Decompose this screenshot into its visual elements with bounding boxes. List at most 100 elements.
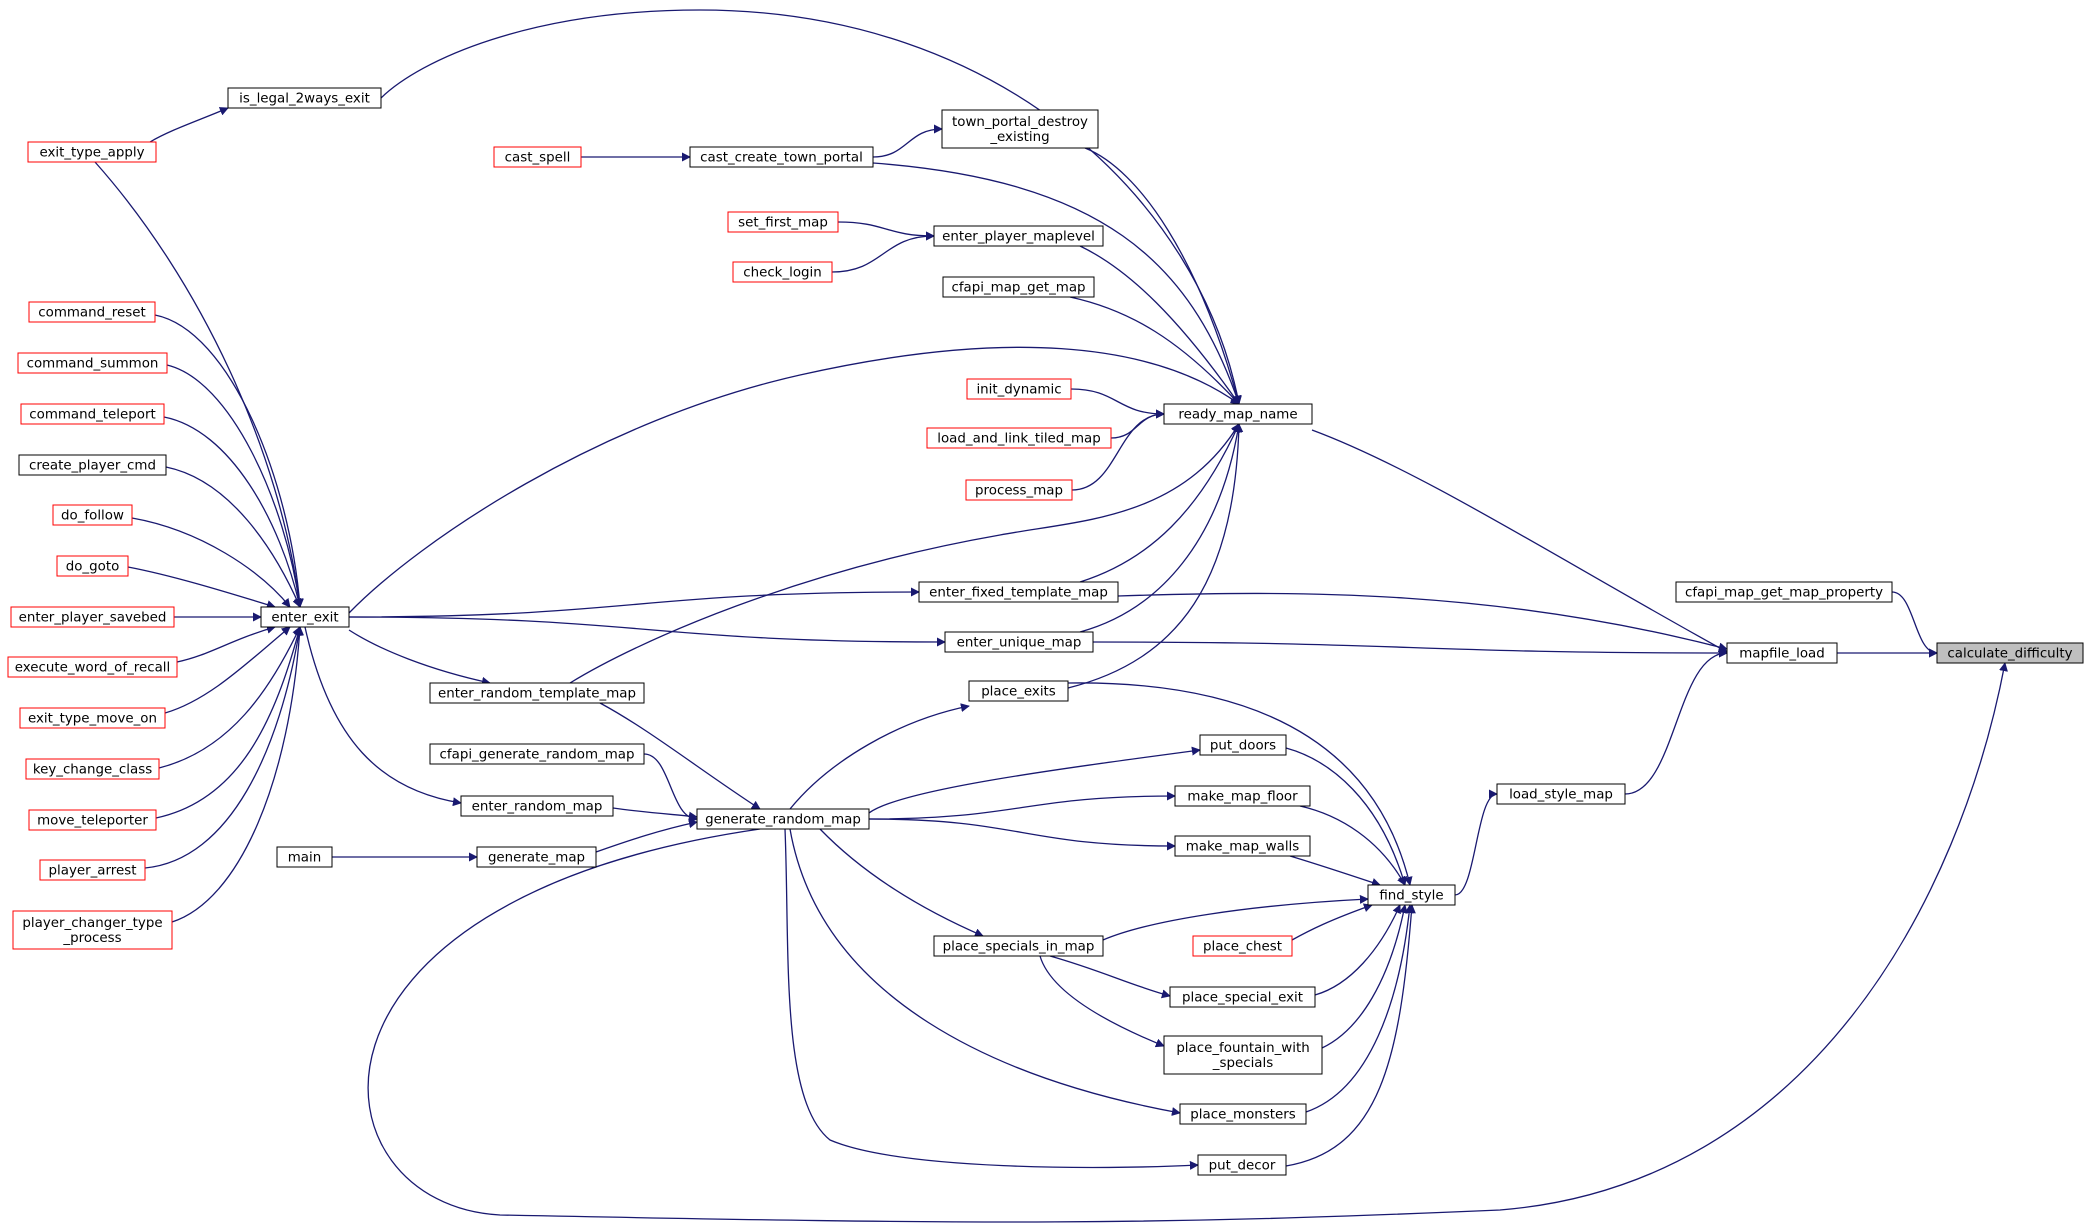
- node-load-style-map[interactable]: load_style_map: [1496, 783, 1626, 805]
- node-box: [1174, 835, 1311, 857]
- node-box: [260, 606, 350, 628]
- node-move-teleporter[interactable]: move_teleporter: [28, 809, 157, 831]
- node-enter-exit[interactable]: enter_exit: [260, 606, 350, 628]
- node-generate-random-map[interactable]: generate_random_map: [696, 808, 870, 830]
- node-mapfile-load[interactable]: mapfile_load: [1726, 642, 1838, 664]
- edge-enter_fixed_template_map-to-mapfile_load: [1117, 592, 1728, 652]
- node-box: [1163, 403, 1313, 425]
- node-place-chest[interactable]: place_chest: [1192, 935, 1293, 957]
- node-label: process_map: [975, 484, 1063, 499]
- node-label: command_teleport: [29, 408, 155, 423]
- node-main[interactable]: main: [276, 846, 333, 868]
- node-generate-map[interactable]: generate_map: [476, 846, 597, 868]
- node-make-map-walls[interactable]: make_map_walls: [1174, 835, 1311, 857]
- node-player-arrest[interactable]: player_arrest: [39, 859, 146, 881]
- node-box: [429, 682, 645, 704]
- node-label: player_changer_type: [22, 916, 162, 931]
- node-place-exits[interactable]: place_exits: [968, 680, 1069, 702]
- node-do-goto[interactable]: do_goto: [56, 555, 129, 577]
- node-do-follow[interactable]: do_follow: [52, 504, 133, 526]
- node-command-reset[interactable]: command_reset: [28, 301, 156, 323]
- node-label: execute_word_of_recall: [15, 661, 170, 676]
- node-enter-random-template-map[interactable]: enter_random_template_map: [429, 682, 645, 704]
- node-label: load_and_link_tiled_map: [937, 432, 1100, 447]
- edge-generate_random_map-to-put_decor: [784, 828, 1199, 1170]
- node-command-teleport[interactable]: command_teleport: [20, 403, 165, 425]
- node-town-portal-destroy-existing[interactable]: town_portal_destroy_existing: [941, 109, 1099, 149]
- node-label: is_legal_2ways_exit: [239, 92, 370, 107]
- edge-key_change_class-to-enter_exit: [158, 626, 301, 769]
- node-cfapi-map-get-map-property[interactable]: cfapi_map_get_map_property: [1675, 581, 1893, 603]
- node-label: command_reset: [38, 306, 145, 321]
- node-ready-map-name[interactable]: ready_map_name: [1163, 403, 1313, 425]
- node-init-dynamic[interactable]: init_dynamic: [966, 378, 1072, 400]
- node-box: [941, 109, 1099, 149]
- node-player-changer-type-process[interactable]: player_changer_type_process: [12, 910, 173, 950]
- edge-place_specials_in_map-to-place_special_exit: [1049, 955, 1171, 999]
- edge-player_changer_type_process-to-enter_exit: [171, 626, 304, 923]
- node-label: do_goto: [66, 560, 120, 575]
- edge-enter_exit-to-enter_fixed_template_map: [348, 587, 920, 618]
- node-label: enter_player_maplevel: [942, 230, 1095, 245]
- node-process-map[interactable]: process_map: [965, 479, 1073, 501]
- edge-move_teleporter-to-enter_exit: [155, 626, 303, 819]
- node-label: exit_type_move_on: [28, 712, 157, 727]
- edge-player_arrest-to-enter_exit: [144, 626, 304, 869]
- node-label: check_login: [743, 266, 822, 281]
- node-command-summon[interactable]: command_summon: [17, 352, 168, 374]
- edge-enter_exit-to-ready_map_name: [348, 346, 1240, 614]
- node-label: ready_map_name: [1178, 408, 1297, 423]
- node-enter-fixed-template-map[interactable]: enter_fixed_template_map: [918, 581, 1119, 603]
- node-cfapi-map-get-map[interactable]: cfapi_map_get_map: [942, 276, 1095, 298]
- edge-generate_random_map-to-put_doors: [868, 746, 1201, 814]
- node-box: [493, 146, 582, 168]
- node-box: [933, 225, 1104, 247]
- node-place-fountain-with-specials[interactable]: place_fountain_with_specials: [1163, 1035, 1323, 1075]
- node-find-style[interactable]: find_style: [1367, 884, 1456, 906]
- node-cast-create-town-portal[interactable]: cast_create_town_portal: [689, 146, 874, 168]
- node-box: [1199, 734, 1287, 756]
- node-box: [27, 141, 157, 163]
- node-label: generate_random_map: [705, 813, 861, 828]
- node-box: [18, 454, 167, 476]
- node-cfapi-generate-random-map[interactable]: cfapi_generate_random_map: [429, 743, 645, 765]
- node-place-specials-in-map[interactable]: place_specials_in_map: [933, 935, 1104, 957]
- node-layer: calculate_difficultycfapi_map_get_map_pr…: [7, 87, 2084, 1176]
- node-set-first-map[interactable]: set_first_map: [727, 211, 839, 233]
- edge-make_map_walls-to-find_style: [1289, 855, 1381, 887]
- node-place-monsters[interactable]: place_monsters: [1179, 1103, 1307, 1125]
- node-calculate-difficulty[interactable]: calculate_difficulty: [1936, 642, 2084, 664]
- node-load-and-link-tiled-map[interactable]: load_and_link_tiled_map: [926, 427, 1112, 449]
- node-enter-random-map[interactable]: enter_random_map: [460, 795, 614, 817]
- node-put-doors[interactable]: put_doors: [1199, 734, 1287, 756]
- node-exit-type-apply[interactable]: exit_type_apply: [27, 141, 157, 163]
- node-execute-word-of-recall[interactable]: execute_word_of_recall: [7, 656, 178, 678]
- node-enter-player-savebed[interactable]: enter_player_savebed: [10, 606, 175, 628]
- edge-place_exits-to-find_style: [1067, 682, 1413, 886]
- node-label: _process: [62, 931, 121, 946]
- edge-load_style_map-to-mapfile_load: [1624, 648, 1728, 795]
- edge-place_specials_in_map-to-find_style: [1102, 894, 1369, 941]
- node-put-decor[interactable]: put_decor: [1197, 1154, 1287, 1176]
- edge-execute_word_of_recall-to-enter_exit: [176, 624, 276, 663]
- edge-is_legal_2ways_exit-to-ready_map_name: [380, 9, 1242, 405]
- node-exit-type-move-on[interactable]: exit_type_move_on: [19, 707, 166, 729]
- edge-command_teleport-to-enter_exit: [163, 416, 303, 608]
- node-label: _existing: [989, 130, 1049, 145]
- node-label: move_teleporter: [37, 814, 148, 829]
- node-create-player-cmd[interactable]: create_player_cmd: [18, 454, 167, 476]
- node-box: [56, 555, 129, 577]
- edge-town_portal_destroy_existing-to-ready_map_name: [1084, 147, 1242, 405]
- node-box: [727, 211, 839, 233]
- node-label: generate_map: [488, 851, 585, 866]
- node-enter-player-maplevel[interactable]: enter_player_maplevel: [933, 225, 1104, 247]
- node-check-login[interactable]: check_login: [732, 261, 833, 283]
- node-place-special-exit[interactable]: place_special_exit: [1169, 986, 1316, 1008]
- node-key-change-class[interactable]: key_change_class: [25, 758, 160, 780]
- node-make-map-floor[interactable]: make_map_floor: [1174, 785, 1311, 807]
- edge-enter_random_template_map-to-generate_random_map: [599, 702, 761, 810]
- node-is-legal-2ways-exit[interactable]: is_legal_2ways_exit: [227, 87, 382, 109]
- node-enter-unique-map[interactable]: enter_unique_map: [944, 631, 1094, 653]
- node-cast-spell[interactable]: cast_spell: [493, 146, 582, 168]
- node-label: enter_fixed_template_map: [929, 586, 1108, 601]
